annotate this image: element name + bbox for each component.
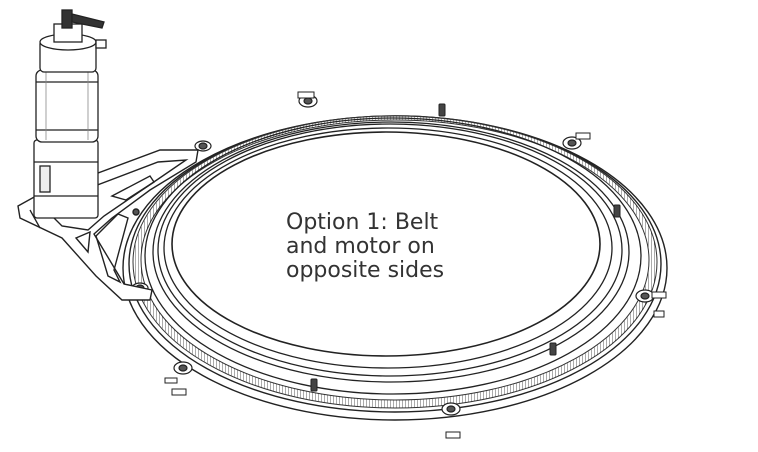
- bolt-3: [635, 289, 655, 303]
- bolt-4: [441, 402, 461, 416]
- standoff-posts: [310, 103, 621, 392]
- bolt-5: [173, 361, 193, 375]
- caption-line-1: Option 1: Belt: [286, 210, 439, 235]
- ring-bolts: [131, 94, 655, 416]
- motor: [29, 9, 107, 229]
- post-2: [613, 204, 621, 218]
- motor-can: [35, 69, 99, 143]
- caption-line-3: opposite sides: [286, 258, 445, 283]
- caption-line-2: and motor on: [286, 234, 435, 259]
- option-caption: Option 1: Belt and motor on opposite sid…: [286, 211, 486, 283]
- connector-wires: [61, 9, 73, 29]
- post-4: [310, 378, 318, 392]
- bolt-6: [194, 140, 212, 152]
- mounting-tabs: [164, 91, 667, 439]
- post-3: [549, 342, 557, 356]
- rotating-ring: [144, 117, 642, 395]
- post-1: [438, 103, 446, 117]
- bolt-2: [562, 136, 582, 150]
